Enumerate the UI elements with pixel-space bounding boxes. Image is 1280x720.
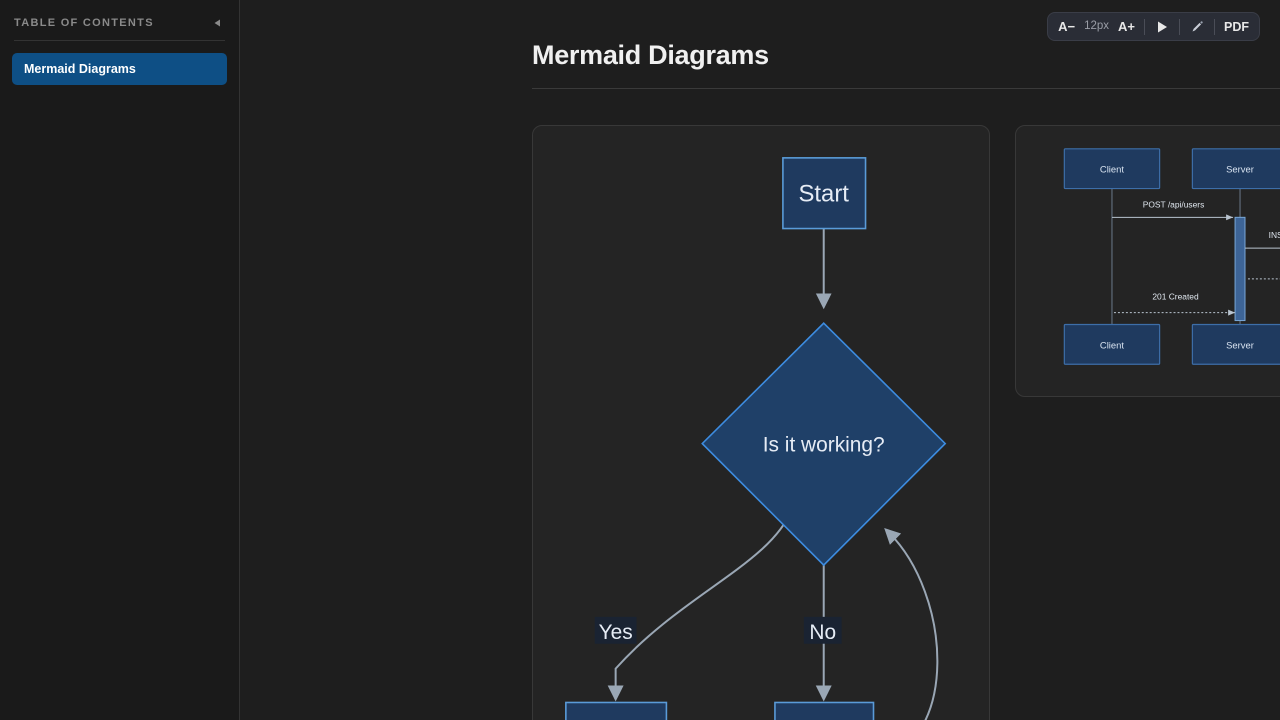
flowchart-svg: Start Is it working? Yes No [565, 157, 947, 720]
sequence-message-insert-into-users: INSERT INTO users [1244, 230, 1280, 249]
toolbar-separator [1179, 18, 1180, 35]
svg-text:Server: Server [1226, 164, 1254, 175]
pencil-icon[interactable] [1189, 19, 1205, 35]
sequence-diagram-card[interactable]: Client Server DB POST /api/users IN [1015, 125, 1280, 397]
svg-text:POST /api/users: POST /api/users [1143, 199, 1205, 209]
sequence-participant-server-top[interactable]: Server [1191, 148, 1280, 190]
toc-header: TABLE OF CONTENTS [0, 0, 239, 40]
toolbar-separator [1214, 18, 1215, 35]
flowchart-node-decision-label: Is it working? [763, 434, 885, 457]
increase-font-button[interactable]: A+ [1118, 19, 1135, 34]
title-divider [532, 88, 1280, 89]
svg-text:201 Created: 201 Created [1152, 292, 1199, 302]
sequence-message-ok-id-42: OK (id: 42) [1246, 278, 1280, 280]
main-content: A− 12px A+ PDF Mermaid Diagrams [240, 0, 1280, 720]
svg-text:Yes: Yes [599, 621, 633, 644]
triangle-left-icon[interactable] [211, 16, 225, 30]
toolbar-separator [1144, 18, 1145, 35]
sequence-message-201-created: 201 Created [1113, 292, 1236, 316]
decrease-font-button[interactable]: A− [1058, 19, 1076, 34]
document-toolbar: A− 12px A+ PDF [1047, 12, 1260, 41]
page-title: Mermaid Diagrams [532, 40, 769, 70]
flowchart-edge-label-yes: Yes [594, 616, 637, 644]
flowchart-node-no[interactable] [774, 701, 875, 720]
sequence-message-post-api-users: POST /api/users [1111, 199, 1234, 221]
toc-divider [14, 40, 225, 41]
sidebar: TABLE OF CONTENTS Mermaid Diagrams [0, 0, 240, 720]
flowchart-node-yes[interactable] [565, 701, 668, 720]
sequence-participant-client-bottom[interactable]: Client [1063, 323, 1161, 365]
sequence-participant-client-top[interactable]: Client [1063, 148, 1161, 190]
flowchart-diagram-card[interactable]: Start Is it working? Yes No [532, 125, 990, 720]
flowchart-node-decision[interactable]: Is it working? [701, 322, 947, 567]
flowchart-edge-label-no: No [803, 616, 842, 644]
font-size-value: 12px [1084, 19, 1110, 32]
svg-text:No: No [809, 621, 836, 644]
edge-no-to-decision [884, 528, 939, 720]
svg-text:Client: Client [1100, 339, 1124, 350]
svg-text:Client: Client [1100, 164, 1124, 175]
toc-title: TABLE OF CONTENTS [14, 17, 154, 29]
edge-decision-to-yes [607, 508, 793, 702]
play-icon[interactable] [1154, 19, 1170, 35]
sequence-participant-server-bottom[interactable]: Server [1191, 323, 1280, 365]
flowchart-node-start[interactable]: Start [782, 157, 867, 230]
flowchart-node-start-label: Start [799, 181, 850, 208]
sequence-diagram-svg: Client Server DB POST /api/users IN [1063, 148, 1280, 365]
export-pdf-button[interactable]: PDF [1224, 19, 1249, 34]
svg-text:Server: Server [1226, 339, 1254, 350]
toc-list: Mermaid Diagrams [0, 53, 239, 85]
activation-server [1234, 216, 1246, 322]
sidebar-item-mermaid-diagrams[interactable]: Mermaid Diagrams [12, 53, 227, 85]
svg-text:INSERT INTO users: INSERT INTO users [1269, 230, 1280, 240]
